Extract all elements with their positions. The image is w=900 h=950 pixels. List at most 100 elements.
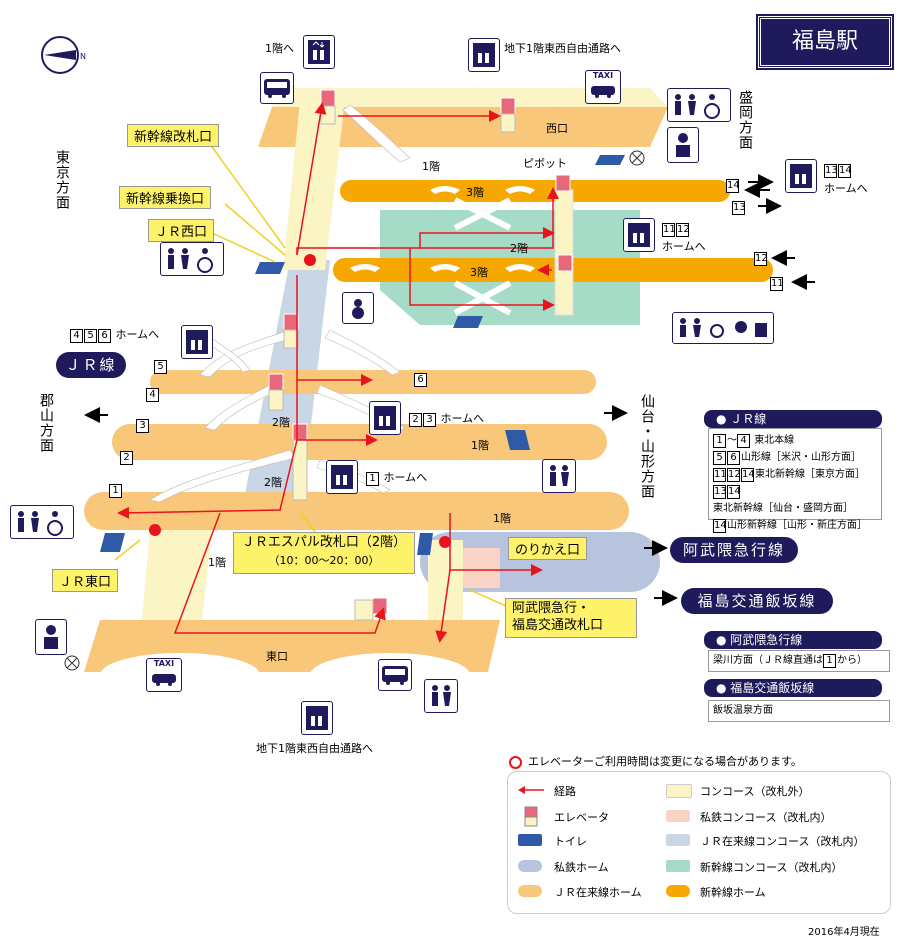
elevator-icon xyxy=(785,159,817,193)
legend-label: 新幹線ホーム xyxy=(700,886,766,899)
shinkansen-transfer-callout: 新幹線乗換口 xyxy=(119,186,212,209)
jr-line-label: ＪＲ線 xyxy=(56,352,126,378)
legend-label: 経路 xyxy=(554,785,576,798)
toilet-accessible-icon xyxy=(667,88,731,122)
platform-number: 13 xyxy=(732,201,746,215)
toilet-shinkansen xyxy=(453,316,483,328)
toilet-accessible-icon xyxy=(10,505,74,539)
east-exit-label: 東口 xyxy=(266,650,288,663)
private-platform-swatch xyxy=(518,860,542,872)
private-concourse-swatch xyxy=(666,810,690,822)
jr-east-callout: ＪＲ東口 xyxy=(52,569,119,592)
compass-icon xyxy=(41,36,79,74)
elevator-icon xyxy=(623,218,655,252)
floor-label: 3階 xyxy=(466,186,484,199)
red-circle-icon xyxy=(509,755,522,769)
jr-info-row: 1〜4 東北本線 xyxy=(713,432,877,449)
platform-number: 1 xyxy=(109,483,123,498)
jr-info-row: 14山形新幹線［山形・新庄方面］ xyxy=(713,519,867,533)
toilet-accessible-icon xyxy=(160,242,224,276)
direction-koriyama: 郡山方面 xyxy=(38,393,54,453)
outside-concourse-swatch xyxy=(666,784,692,798)
direction-tokyo: 東京方面 xyxy=(54,150,70,210)
elevator-note: 地下1階東西自由通路へ xyxy=(504,42,621,55)
date-label: 2016年4月現在 xyxy=(808,927,880,938)
platform-number: 2 xyxy=(120,450,134,465)
espal-gate-callout: ＪＲエスパル改札口（2階）（10：00〜20：00） xyxy=(233,532,415,574)
legend: 経路 エレベータ トイレ 私鉄ホーム ＪＲ在来線ホーム コンコース（改札外） 私… xyxy=(507,771,891,914)
abukuma-gate-callout: 阿武隈急行・福島交通改札口 xyxy=(505,598,637,638)
shinkansen-gate-callout: 新幹線改札口 xyxy=(127,124,220,147)
jr-west-callout: ＪＲ西口 xyxy=(148,219,215,242)
shinkansen-platform-13-14 xyxy=(340,180,730,202)
direction-sendai: 仙台・山形方面 xyxy=(639,394,655,499)
elevator-note: 地下1階東西自由通路へ xyxy=(256,742,373,755)
elevator-icon xyxy=(369,401,401,435)
jr-platform-5-6 xyxy=(150,370,596,394)
kotsu-info-panel: 飯坂温泉方面 xyxy=(708,700,890,722)
elevator-icons xyxy=(268,89,573,621)
platform-number: 6 xyxy=(414,372,428,387)
jr-info-row: 1314東北新幹線［仙台・盛岡方面］ xyxy=(713,485,853,514)
jr-info-row: 111214東北新幹線［東京方面］ xyxy=(713,468,865,482)
floor-label: 1階 xyxy=(422,160,440,173)
floor-label: 2階 xyxy=(264,476,282,489)
floor-label: 2階 xyxy=(510,242,528,255)
toilet-accessible-babycare-icon xyxy=(672,312,774,344)
platform-number: 11 xyxy=(770,277,784,291)
svg-text:N: N xyxy=(80,52,86,61)
legend-label: コンコース（改札外） xyxy=(700,785,810,798)
floor-label: 1階 xyxy=(471,439,489,452)
platform-number: 3 xyxy=(136,418,150,433)
elevator-note: ホームへ xyxy=(824,182,868,195)
toilet-platform2 xyxy=(505,430,530,450)
toilet-west xyxy=(595,155,625,165)
floor-label: 1階 xyxy=(493,512,511,525)
legend-label: 私鉄コンコース（改札内） xyxy=(700,811,832,824)
jr-concourse-swatch xyxy=(666,834,690,846)
platform-number: 14 xyxy=(726,179,740,193)
legend-label: 新幹線コンコース（改札内） xyxy=(700,861,843,874)
station-staff-icon xyxy=(667,127,699,163)
route-arrow-icon xyxy=(518,786,544,794)
toilet-swatch xyxy=(518,834,542,846)
elevator-icon xyxy=(326,460,358,494)
elevator-icon xyxy=(181,325,213,359)
taxi-icon: TAXI xyxy=(146,658,182,692)
floor-label: 3階 xyxy=(470,266,488,279)
platform-number: 5 xyxy=(154,359,168,374)
jr-platform-swatch xyxy=(518,885,542,897)
legend-label: エレベータ xyxy=(554,811,609,824)
floor-label: 1階 xyxy=(208,556,226,569)
legend-label: トイレ xyxy=(554,835,587,848)
elevator-icon xyxy=(301,701,333,735)
kotsu-line-label: 福島交通飯坂線 xyxy=(681,588,833,614)
station-staff-icon xyxy=(35,619,67,655)
toilet-icon xyxy=(542,459,576,493)
legend-label: ＪＲ在来線ホーム xyxy=(554,886,642,899)
west-exit-label: 西口 xyxy=(546,122,568,135)
platform-ref: 1112 xyxy=(662,223,690,237)
legend-label: ＪＲ在来線コンコース（改札内） xyxy=(700,835,865,848)
outside-concourse-vertical xyxy=(283,100,345,270)
shinkansen-concourse-swatch xyxy=(666,860,690,872)
floor-label: 2階 xyxy=(272,416,290,429)
jr-info-header: ● ＪＲ線 xyxy=(704,410,882,428)
kotsu-info-header: ● 福島交通飯坂線 xyxy=(704,679,882,697)
elevator-note: ホームへ xyxy=(662,240,706,253)
platform-number: 12 xyxy=(754,252,768,266)
elevator-note: 1階へ xyxy=(265,42,294,55)
toilet-jr-west xyxy=(255,262,285,274)
jr-platform-2-3 xyxy=(112,424,607,460)
station-title: 福島駅 xyxy=(756,14,894,70)
elevator-icon xyxy=(303,35,335,69)
elevator-notice: エレベーターご利用時間は変更になる場合があります。 xyxy=(509,753,802,769)
platform-ref: 1314 xyxy=(824,164,852,178)
elevator-legend-icon xyxy=(524,806,538,827)
